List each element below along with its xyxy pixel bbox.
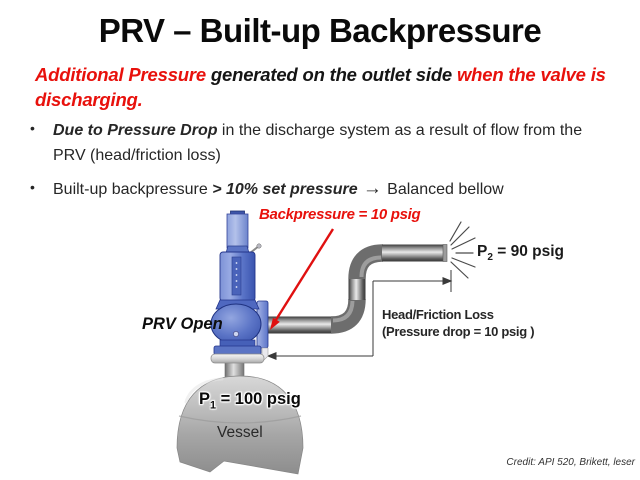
subtitle-red-tail: when the valve is discharging.	[35, 64, 606, 110]
bullet-item-pressure-drop: • Due to Pressure Drop in the discharge …	[30, 118, 605, 168]
p2-pressure-label: P2 = 90 psig	[477, 243, 564, 263]
p1-base: P	[199, 390, 211, 408]
discharge-spray-lines	[449, 221, 476, 279]
dimension-lines	[266, 270, 453, 360]
head-loss-line2: (Pressure drop = 10 psig )	[382, 324, 535, 339]
head-friction-loss-label: Head/Friction Loss (Pressure drop = 10 p…	[382, 306, 535, 340]
p1-pressure-label: P1 = 100 psig	[199, 390, 301, 411]
bullet2-start-segment: Built-up backpressure	[53, 181, 213, 198]
right-arrow-glyph: →	[357, 178, 388, 199]
bullet-marker: •	[30, 179, 35, 195]
p1-subscript: 1	[210, 399, 216, 412]
credit-text: Credit: API 520, Brikett, leser	[506, 457, 635, 468]
head-loss-line1: Head/Friction Loss	[382, 307, 494, 322]
slide-title: PRV – Built-up Backpressure	[98, 12, 542, 49]
bullet-marker: •	[30, 120, 35, 136]
bullet1-rest-segment: in the discharge system as a result of f…	[53, 122, 583, 164]
red-annotation-arrow	[270, 228, 335, 330]
backpressure-label: Backpressure = 10 psig	[259, 206, 421, 223]
p2-subscript: 2	[487, 252, 493, 264]
bullet-text: Due to Pressure Drop in the discharge sy…	[53, 118, 605, 168]
bullet2-end-segment: Balanced bellow	[387, 181, 504, 198]
bullet-list: • Due to Pressure Drop in the discharge …	[30, 118, 605, 211]
subtitle-black-middle: generated on the outlet side	[210, 64, 457, 85]
subtitle-red-lead: Additional Pressure	[35, 64, 211, 85]
vessel-label: Vessel	[217, 424, 263, 441]
p2-base: P	[477, 243, 488, 260]
p1-value: = 100 psig	[215, 390, 301, 408]
bullet-text: Built-up backpressure > 10% set pressure…	[53, 177, 605, 202]
p2-value: = 90 psig	[492, 243, 565, 260]
prv-open-label: PRV Open	[142, 315, 223, 333]
prv-valve-illustration	[210, 210, 269, 364]
discharge-pipe	[268, 244, 448, 334]
vessel-illustration	[176, 375, 304, 475]
slide-subtitle: Additional Pressure generated on the out…	[35, 62, 631, 112]
bullet-item-builtup-backpressure: • Built-up backpressure > 10% set pressu…	[30, 177, 605, 202]
bullet2-bold-segment: > 10% set pressure	[212, 181, 358, 198]
bullet1-bold-segment: Due to Pressure Drop	[53, 122, 218, 139]
